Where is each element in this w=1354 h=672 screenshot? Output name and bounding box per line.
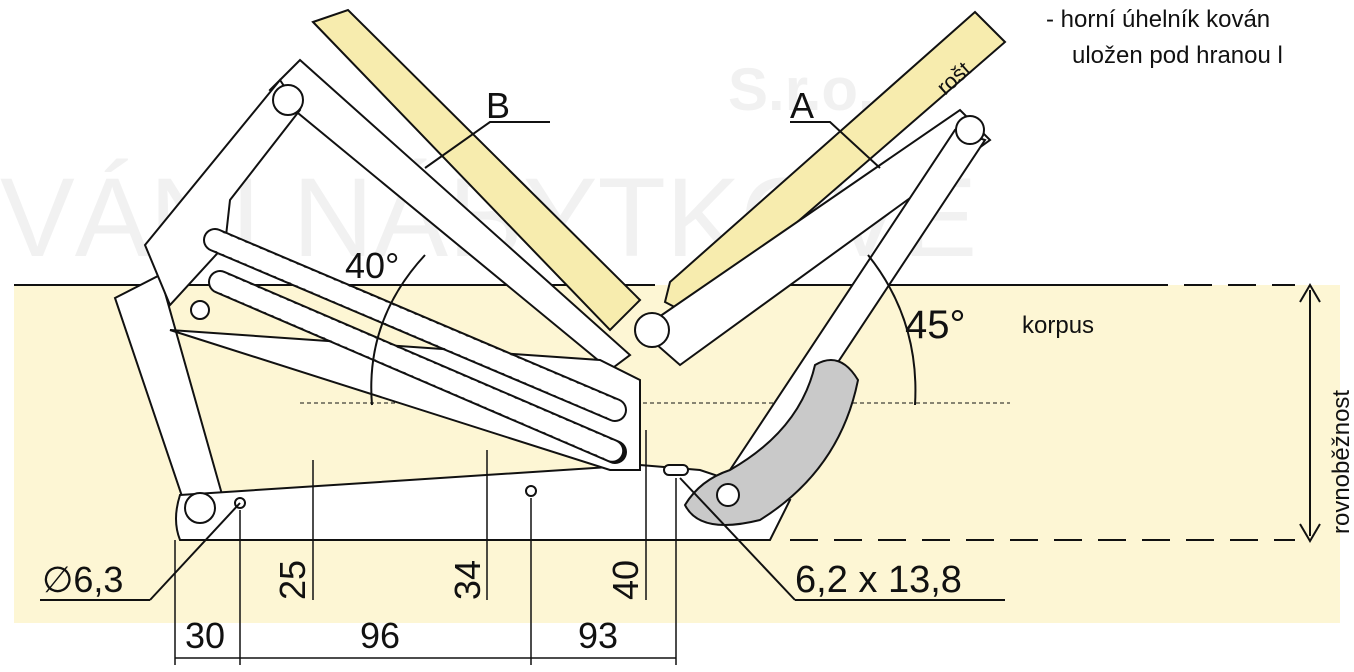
parallel-arrow-head-top <box>1299 283 1321 303</box>
left-frame-bracket <box>143 78 302 307</box>
angle-arc-left <box>370 254 426 406</box>
label-hole-diameter: ∅6,3 <box>42 559 123 600</box>
leader-diameter <box>149 502 241 601</box>
upper-left-arm <box>268 58 632 372</box>
label-korpus: korpus <box>1022 312 1094 339</box>
label-slot: 6,2 x 13,8 <box>795 559 962 601</box>
board-left <box>311 8 642 332</box>
dim-w1: 30 <box>185 615 225 656</box>
leader-slot <box>679 477 796 601</box>
slot-hole <box>663 464 689 476</box>
dim-h3: 40 <box>605 560 646 600</box>
pivot-center <box>634 312 670 348</box>
pivot-bottom-left <box>184 492 216 524</box>
upper-right-arm <box>638 108 992 367</box>
label-b: B <box>486 85 510 126</box>
leader-a <box>790 121 881 169</box>
spring-lower <box>208 270 627 464</box>
dim-w3: 93 <box>578 615 618 656</box>
parallel-arrow-head-bottom <box>1299 523 1321 543</box>
pivot-plate <box>716 483 740 507</box>
pivot-top-left <box>272 84 304 116</box>
note-line-1: - horní úhelník kován <box>1046 6 1271 33</box>
pivot-top-right <box>955 115 985 145</box>
watermark-company: S.r.o. <box>728 56 875 123</box>
angle-arc-right <box>867 254 917 406</box>
label-angle-right: 45° <box>905 303 966 347</box>
dim-h1: 25 <box>272 560 313 600</box>
hole-middle <box>525 485 537 497</box>
label-rovnobeznost: rovnoběžnost <box>1328 390 1354 534</box>
dim-h2: 34 <box>447 560 488 600</box>
leader-b <box>424 121 550 169</box>
label-a: A <box>790 85 814 126</box>
pivot-small-left <box>190 300 210 320</box>
spring-upper <box>203 228 627 422</box>
label-angle-left: 40° <box>345 245 399 286</box>
dim-w2: 96 <box>360 615 400 656</box>
note-line-2: uložen pod hranou l <box>1072 42 1283 69</box>
